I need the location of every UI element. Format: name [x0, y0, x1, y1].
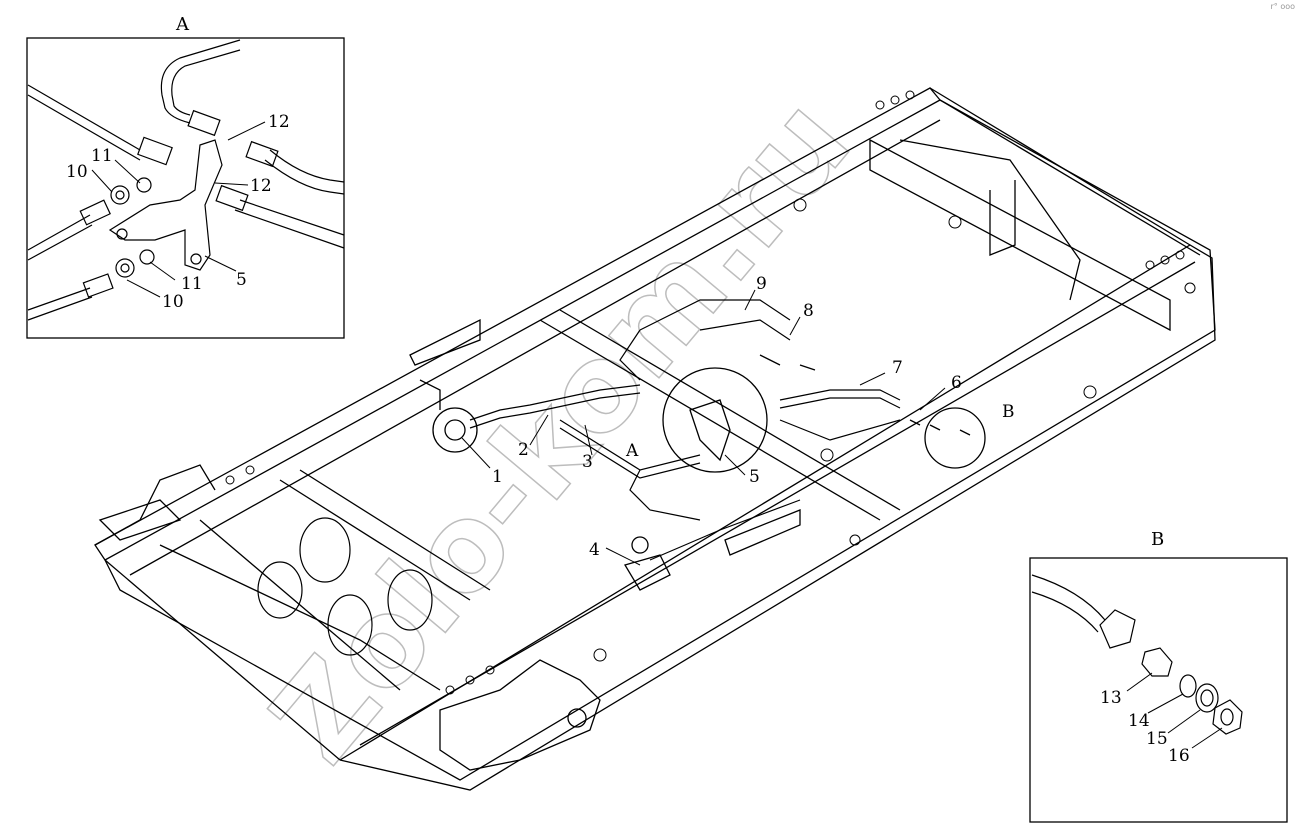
- crossmember-openings: [257, 517, 433, 656]
- inset-a-label-12b: 12: [250, 176, 272, 196]
- inset-b-drawing: [1031, 574, 1243, 735]
- label-9: 9: [756, 274, 767, 294]
- inset-b-title: B: [1151, 529, 1164, 550]
- detail-circle-B: [924, 407, 986, 469]
- label-1: 1: [492, 467, 503, 487]
- label-7: 7: [892, 358, 903, 378]
- crossmember-rear: [869, 138, 1171, 332]
- label-5: 5: [749, 467, 760, 487]
- inset-a-label-10a: 10: [66, 162, 88, 182]
- inset-a-label-11a: 11: [91, 146, 113, 166]
- inset-a-label-5: 5: [236, 270, 247, 290]
- inset-a-label-11b: 11: [181, 274, 203, 294]
- label-view-a: A: [625, 441, 639, 461]
- valve-4: [624, 536, 671, 591]
- inset-b-label-14: 14: [1128, 711, 1150, 731]
- inset-a-title: A: [175, 14, 190, 35]
- corner-mark: r° ooo: [1270, 2, 1295, 11]
- inset-a-border: [26, 37, 345, 339]
- label-3: 3: [582, 452, 593, 472]
- leader-lines: [461, 289, 946, 566]
- label-4: 4: [589, 540, 600, 560]
- main-labels: 1 2 3 4 5 6 7 8 9 A B: [492, 274, 1015, 560]
- crossmember-front: [279, 479, 471, 601]
- vehicle-frame: [94, 87, 1216, 791]
- inset-b-border: [1029, 557, 1288, 823]
- line-9: [639, 299, 791, 331]
- line-7: [779, 389, 901, 401]
- detail-circle-A: [662, 367, 768, 473]
- inset-a-label-10b: 10: [162, 292, 184, 312]
- inset-a-label-12a: 12: [268, 112, 290, 132]
- label-8: 8: [803, 301, 814, 321]
- line-8: [699, 319, 791, 341]
- label-2: 2: [518, 440, 529, 460]
- crossmember-mid: [539, 319, 881, 521]
- inset-b-label-13: 13: [1100, 688, 1122, 708]
- inset-a: A: [26, 14, 345, 339]
- inset-b-label-16: 16: [1168, 746, 1190, 766]
- inset-a-drawing: [27, 39, 345, 321]
- hose-lines: [469, 299, 901, 561]
- right-rail: [339, 244, 1216, 791]
- label-view-b: B: [1002, 402, 1015, 422]
- inset-a-leaders: [91, 121, 266, 298]
- frame-holes: [225, 90, 1196, 695]
- inset-b: B 13 14 15 16: [1029, 529, 1288, 823]
- components: [419, 354, 986, 591]
- line-2: [469, 384, 641, 421]
- valve-1: [419, 379, 478, 453]
- inset-b-leaders: [1126, 672, 1223, 749]
- tee-bracket-5: [689, 399, 731, 462]
- line-4: [649, 499, 801, 561]
- inset-b-label-15: 15: [1146, 729, 1168, 749]
- front-bracket: [98, 499, 601, 771]
- label-6: 6: [951, 373, 962, 393]
